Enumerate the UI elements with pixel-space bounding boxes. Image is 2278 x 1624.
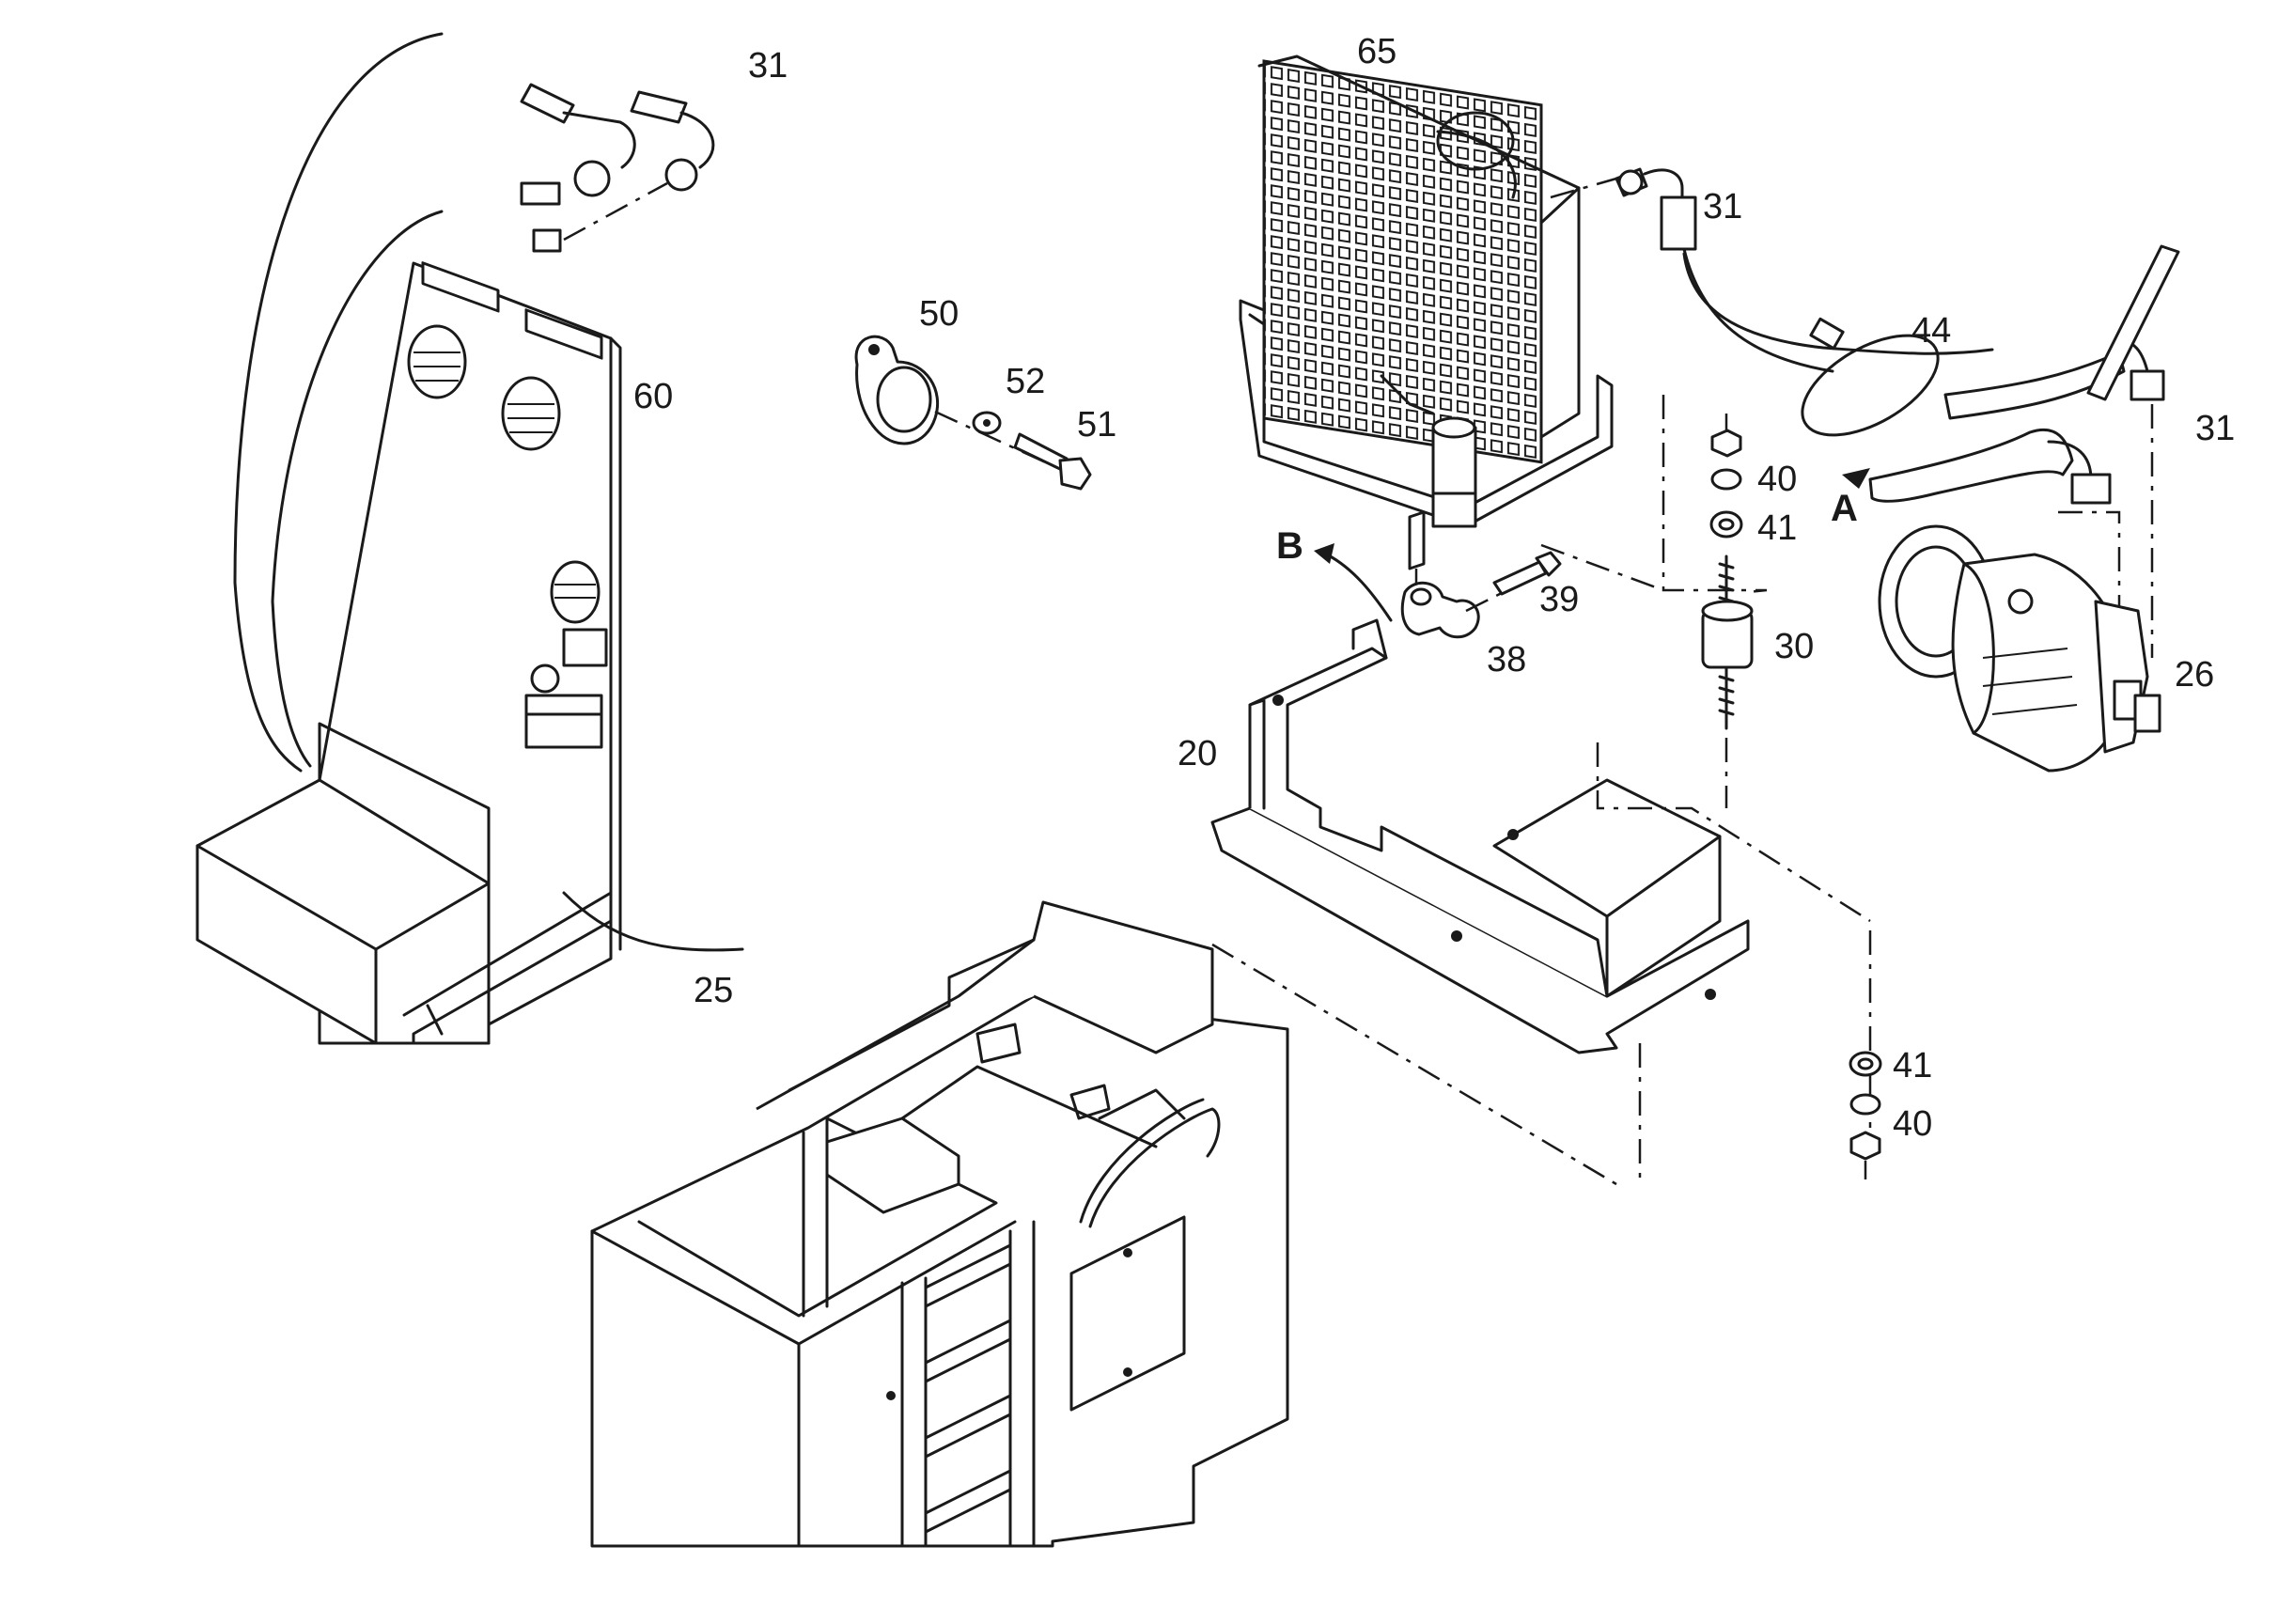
- label-40-upper: 40: [1757, 460, 1797, 499]
- label-20: 20: [1178, 734, 1217, 773]
- label-51: 51: [1077, 405, 1116, 445]
- part-labels: 31 65 31 44 31 50 52 51 60 40 41 A B 39 …: [633, 32, 2235, 1144]
- isolator-stack-lower: [1849, 1051, 1882, 1179]
- label-39: 39: [1539, 580, 1579, 619]
- label-60: 60: [633, 377, 673, 416]
- support-frame-20: [1210, 618, 1872, 1186]
- label-30: 30: [1774, 627, 1814, 666]
- label-31-right: 31: [2195, 409, 2235, 448]
- label-ref-b: B: [1276, 525, 1303, 567]
- isolator-stack-upper: [1701, 414, 1754, 808]
- label-52: 52: [1006, 362, 1045, 401]
- label-41-lower: 41: [1893, 1046, 1932, 1085]
- label-ref-a: A: [1831, 488, 1858, 529]
- hoses-and-tie-44: [1662, 244, 2180, 658]
- label-31-top-left: 31: [748, 46, 788, 86]
- label-25: 25: [694, 971, 733, 1010]
- bracket-38-bolt-39: [1314, 510, 1664, 639]
- machine-base-tank: [590, 900, 1289, 1548]
- label-44: 44: [1911, 311, 1951, 351]
- clamp-assembly-50-51-52: [854, 335, 1092, 491]
- label-65: 65: [1357, 32, 1396, 71]
- label-31-condenser: 31: [1703, 187, 1742, 226]
- condenser-unit-65: [1239, 55, 1697, 528]
- label-26: 26: [2175, 655, 2214, 695]
- compressor-26: [1878, 524, 2161, 773]
- control-console-60: [195, 32, 744, 1045]
- label-50: 50: [919, 294, 959, 334]
- label-40-lower: 40: [1893, 1104, 1932, 1144]
- label-38: 38: [1487, 640, 1526, 679]
- label-41-upper: 41: [1757, 508, 1797, 548]
